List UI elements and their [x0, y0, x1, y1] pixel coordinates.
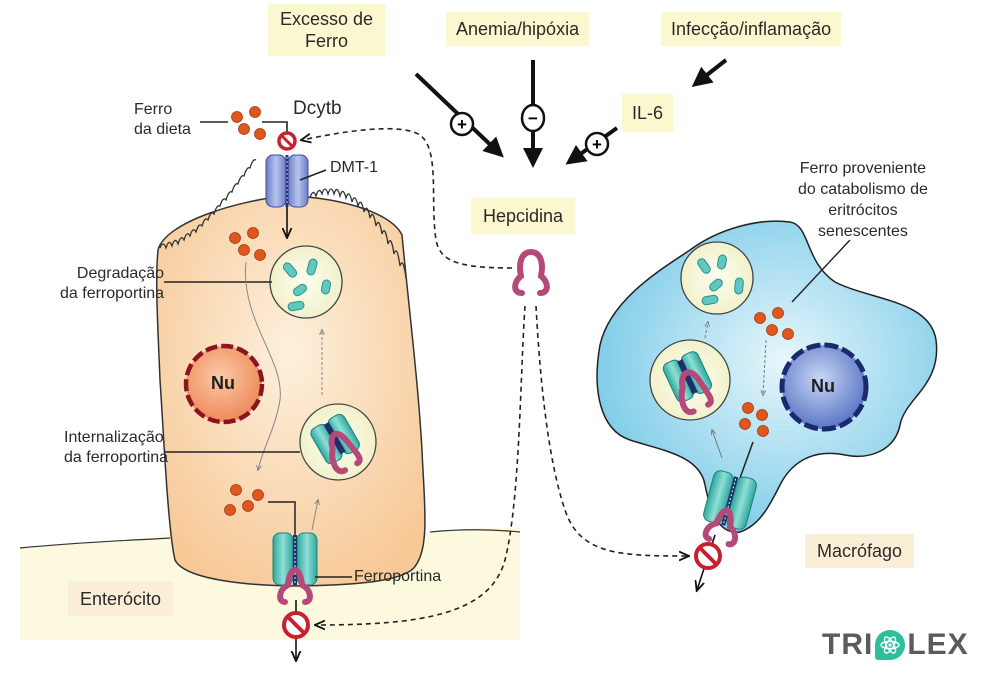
mac-vesicle-up-arrow-2 [712, 430, 723, 459]
excesso-ferro-line-2: Ferro [305, 31, 349, 51]
microvilli-right [309, 188, 407, 279]
macrophage-iron-lower [739, 402, 769, 437]
label-ferroportina: Ferroportina [354, 568, 442, 585]
hepcidin-to-enterocyte-fpn-path [316, 305, 526, 625]
label-anemia: Anemia/hipóxia [446, 12, 590, 46]
macrophage-internalization-vesicle [649, 339, 731, 421]
dietary-iron [231, 106, 266, 140]
label-excesso-ferro: Excesso de Ferro [268, 4, 386, 56]
basal-membrane-line [19, 529, 521, 549]
excesso-ferro-line-1: Excesso de [280, 9, 374, 29]
source-line-1: Ferro proveniente [799, 160, 927, 177]
atom-icon [875, 630, 906, 660]
iron-to-fpn-leader [268, 501, 296, 535]
macrophage-iron-upper [754, 307, 794, 340]
internalizacao-line-2: da ferroportina [64, 449, 169, 466]
internalization-vesicle [299, 403, 377, 481]
label-dmt1: DMT-1 [330, 159, 378, 176]
label-il6: IL-6 [622, 94, 674, 132]
mac-iron-down-arrow [763, 339, 767, 395]
mac-vesicle-up-arrow [705, 322, 708, 339]
macrophage-nucleus [779, 342, 869, 432]
degradacao-line-1: Degradação [76, 265, 165, 282]
fpn-to-vesicle-arrow [311, 500, 318, 531]
enterocyte-ferroportin [272, 532, 318, 605]
mac-iron-to-fpn-leader [739, 441, 754, 479]
excesso-ferro-plus-icon: + [449, 111, 475, 137]
enterocyte-cell [155, 195, 426, 587]
source-line-2: do catabolismo de [798, 181, 928, 198]
enterocyte-block-icon [282, 611, 310, 639]
hepcidin-to-dcytb-path [302, 127, 513, 269]
hepcidin-molecule [512, 248, 550, 296]
iron-traffic-path [244, 261, 281, 470]
anemia-minus-icon: − [520, 103, 546, 133]
label-macrofago: Macrófago [805, 534, 915, 568]
cytosolic-iron-lower [224, 484, 264, 516]
mac-source-leader [791, 239, 851, 303]
source-line-4: senescentes [818, 223, 908, 240]
label-enterocito: Enterócito [68, 582, 174, 616]
cytosolic-iron-upper [229, 227, 266, 261]
label-dcytb: Dcytb [293, 98, 342, 119]
dcytb-leader [262, 121, 288, 132]
macrophage-cell [596, 220, 938, 533]
logo-text-left: TRI [822, 628, 874, 661]
label-degradacao: Degradação da ferroportina [60, 264, 164, 304]
label-infeccao: Infecção/inflamação [661, 12, 842, 46]
il6-plus-icon: + [584, 131, 610, 157]
ferro-dieta-line-2: da dieta [134, 121, 191, 138]
microvilli-left [159, 159, 257, 251]
macrophage-block-icon [694, 542, 722, 570]
enterocyte-nucleus [183, 343, 265, 425]
degradacao-line-2: da ferroportina [60, 285, 165, 302]
logo-text-right: LEX [907, 628, 969, 661]
label-ferro-dieta: Ferro da dieta [134, 100, 191, 140]
label-macrophage-iron-source: Ferro proveniente do catabolismo de erit… [798, 158, 928, 242]
enterocyte-nucleus-label: Nu [211, 373, 235, 393]
label-internalizacao: Internalização da ferroportina [64, 428, 168, 468]
svg-text:+: + [457, 115, 467, 134]
svg-text:−: − [528, 109, 538, 128]
dcytb-block-icon [277, 131, 297, 151]
trilex-logo: TRI LEX [822, 628, 969, 662]
dmt1-transporter [265, 154, 309, 208]
svg-text:+: + [592, 135, 602, 154]
dmt1-leader [299, 169, 327, 181]
macrophage-ferroportin [702, 470, 757, 548]
ferro-dieta-line-1: Ferro [134, 101, 173, 118]
infeccao-arrow [691, 58, 728, 87]
internalizacao-line-1: Internalização [64, 429, 164, 446]
source-line-3: eritrócitos [828, 202, 898, 219]
hepcidin-to-macrophage-fpn-path [535, 305, 688, 556]
label-hepcidina: Hepcidina [471, 198, 576, 234]
macrophage-nucleus-label: Nu [811, 376, 835, 396]
degradation-vesicle [269, 245, 343, 319]
macrophage-degradation-vesicle [680, 241, 754, 315]
